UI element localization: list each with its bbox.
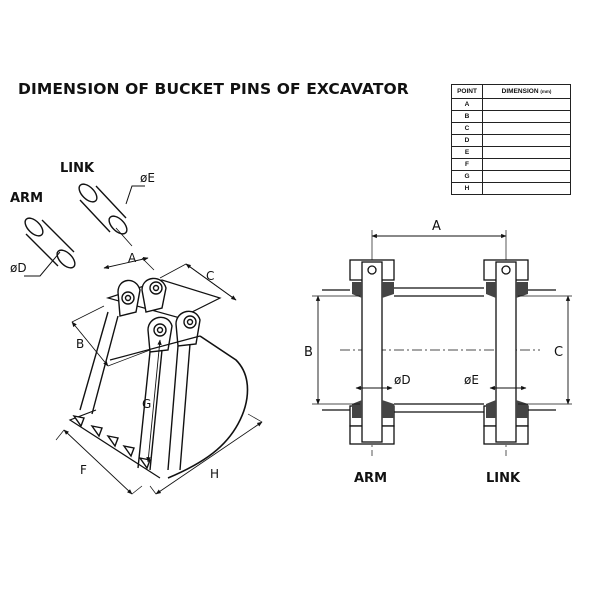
row-dimension-field[interactable] [482,182,571,195]
right-dimension-labels: A B C øD øE [304,219,563,387]
arm-pin-d [24,217,76,269]
dim-g-label: G [142,397,151,411]
table-row: B [451,110,571,123]
header-dimension-unit: (mm) [540,89,552,94]
dim-f-label: F [80,463,87,477]
header-dimension-label: DIMENSION [501,88,539,95]
table-header-row: POINT DIMENSION (mm) [451,84,571,99]
table-row: E [451,146,571,159]
arm-label: ARM [10,191,43,206]
right-dim-b-label: B [304,345,313,360]
right-pin-d-label: øD [394,373,411,387]
link-pin-e [78,183,128,235]
left-dimension-labels: øE øD A C B G F H [10,171,219,481]
right-dim-a-label: A [432,219,441,234]
table-row: H [451,182,571,195]
table-row: C [451,122,571,135]
page-title: DIMENSION OF BUCKET PINS OF EXCAVATOR [18,80,409,98]
header-dimension: DIMENSION (mm) [482,84,571,99]
link-label: LINK [60,161,95,176]
pin-e-label: øE [140,171,155,185]
right-pin-e-label: øE [464,373,479,387]
right-diagram-labels: ARM LINK [354,471,521,486]
dim-a-label: A [128,251,137,265]
left-diagram-labels: LINK ARM [10,161,95,206]
right-dim-c-label: C [554,345,563,360]
dim-h-label: H [210,467,219,481]
dim-c-label: C [206,269,214,283]
dimension-table: POINT DIMENSION (mm) A B C D E F G H [451,84,571,195]
pin-d-label: øD [10,261,27,275]
right-pin-section-diagram [312,230,572,456]
right-arm-label: ARM [354,471,387,486]
right-link-label: LINK [486,471,521,486]
left-bucket-diagram [24,183,263,495]
dim-b-label: B [76,337,84,351]
table-row: G [451,170,571,183]
table-row: D [451,134,571,147]
